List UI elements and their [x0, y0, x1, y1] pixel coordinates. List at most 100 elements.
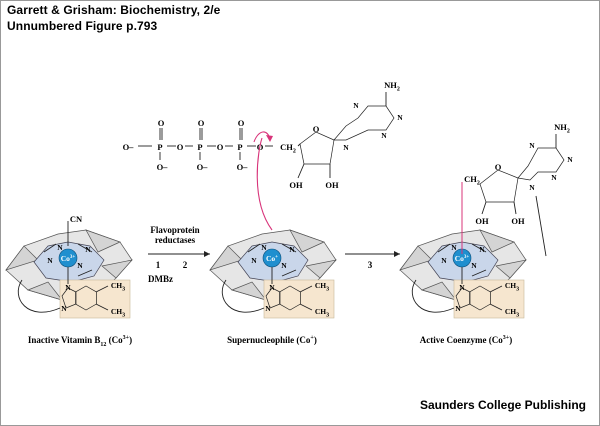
nitrogen-label: N — [265, 304, 271, 313]
bond — [481, 201, 487, 215]
nitrogen-label: N — [343, 143, 349, 152]
pyrrole-wedge-1 — [399, 245, 433, 271]
nitrogen-label: N — [381, 131, 387, 140]
publisher-credit: Saunders College Publishing — [419, 398, 586, 412]
bond — [489, 285, 503, 293]
methyl-label: CH3 — [505, 307, 519, 319]
double-bond — [437, 243, 451, 253]
methyl-label: CH3 — [315, 307, 329, 319]
ch2-label: CH2 — [464, 174, 480, 187]
double-bond — [281, 243, 297, 253]
nitrogen-label: N — [529, 183, 535, 192]
phosphorus-label: P — [157, 142, 162, 152]
header-title: Garrett & Grisham: Biochemistry, 2/e — [7, 3, 221, 17]
pyrrole-wedge-4 — [26, 281, 63, 301]
imidazole-ring — [265, 287, 281, 309]
nitrogen-label: N — [471, 261, 477, 270]
pyrrole-wedge-2 — [85, 229, 121, 253]
bond — [489, 303, 503, 311]
oxygen-minus-label: O– — [197, 162, 209, 172]
complex-label-3: Active Coenzyme (Co3+) — [420, 335, 512, 345]
amino-label: NH2 — [554, 122, 570, 135]
double-bond — [77, 243, 93, 253]
pyrrole-wedge-4 — [420, 281, 457, 301]
pyrrole-wedge-3 — [305, 259, 337, 279]
cyanide-ligand: CN — [70, 214, 83, 224]
attack-arrowhead — [266, 135, 273, 142]
double-bond — [281, 269, 297, 277]
oxygen-minus-label: O– — [157, 162, 169, 172]
dmbz-label: DMBz — [148, 274, 173, 284]
cobalt-label: Co3+ — [455, 254, 470, 263]
cobalt-label: Co3+ — [61, 254, 76, 263]
double-bond — [43, 243, 57, 253]
nitrogen-label: N — [397, 113, 403, 122]
nitrogen-label: N — [47, 256, 53, 265]
dmbz-box — [263, 279, 335, 319]
header-subtitle: Unnumbered Figure p.793 — [7, 19, 158, 33]
bond — [95, 285, 109, 293]
nitrogen-label: N — [551, 173, 557, 182]
hydroxyl-label: OH — [511, 216, 525, 226]
nitrogen-label: N — [85, 245, 91, 254]
pyrrole-wedge-2 — [289, 229, 325, 253]
nitrogen-label: N — [353, 101, 359, 110]
nitrogen-label: N — [529, 141, 535, 150]
bond — [535, 195, 547, 257]
enzyme-label-line1: Flavoprotein — [150, 225, 199, 235]
nucleotide-loop — [411, 279, 455, 313]
bond — [299, 285, 313, 293]
oxygen-minus-label: O– — [237, 162, 249, 172]
nitrogen-label: N — [441, 256, 447, 265]
nitrogen-label: N — [459, 283, 465, 292]
reaction-arrow-1-head — [204, 251, 210, 257]
ribose-ring — [479, 169, 519, 203]
step-number-3: 3 — [368, 260, 373, 270]
nitrogen-label: N — [65, 283, 71, 292]
nitrogen-label: N — [289, 245, 295, 254]
ribose-ring — [299, 131, 335, 165]
oxygen-label: O — [495, 162, 502, 172]
hydroxyl-label: OH — [475, 216, 489, 226]
methyl-label: CH3 — [111, 281, 125, 293]
oxygen-label: O — [217, 142, 224, 152]
nitrogen-label: N — [251, 256, 257, 265]
cobalt-label: Co+ — [266, 254, 278, 263]
pyrrole-wedge-3 — [495, 259, 527, 279]
nucleophilic-attack-arrow — [256, 137, 273, 231]
pyrrole-wedge-3 — [101, 259, 133, 279]
ch2-label: CH2 — [280, 142, 296, 155]
imidazole-ring — [61, 287, 77, 309]
methyl-label: CH3 — [111, 307, 125, 319]
double-bond — [247, 243, 261, 253]
bond — [513, 201, 517, 215]
oxygen-label: O — [257, 142, 264, 152]
step-number-2: 2 — [183, 260, 188, 270]
oxygen-label: O — [238, 118, 245, 128]
dmbz-box — [453, 279, 525, 319]
nucleotide-loop — [17, 279, 61, 313]
nitrogen-label: N — [281, 261, 287, 270]
adenine-ring — [517, 147, 565, 181]
nitrogen-label: N — [57, 243, 63, 252]
nitrogen-label: N — [261, 243, 267, 252]
reaction-arrow-2-head — [394, 251, 400, 257]
phosphorus-label: P — [237, 142, 242, 152]
oxygen-label: O — [177, 142, 184, 152]
phosphorus-label: P — [197, 142, 202, 152]
amino-label: NH2 — [384, 80, 400, 93]
bond — [297, 143, 301, 147]
nitrogen-label: N — [479, 245, 485, 254]
oxygen-label: O — [313, 124, 320, 134]
bond — [299, 303, 313, 311]
hydroxyl-label: OH — [289, 180, 303, 190]
oxygen-minus-label: O– — [123, 142, 135, 152]
pyrrole-wedge-1 — [209, 245, 243, 271]
bond — [297, 163, 305, 179]
adenine-ring — [333, 105, 395, 141]
